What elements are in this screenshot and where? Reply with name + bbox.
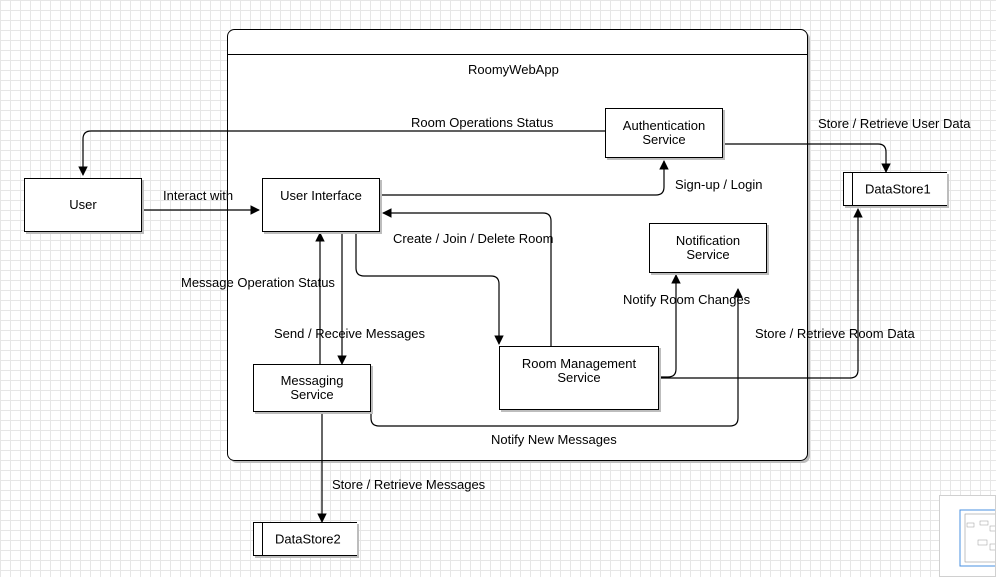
- minimap-preview: [959, 509, 995, 567]
- edge-room-operations-status: [78, 130, 606, 176]
- datastore1[interactable]: DataStore1: [843, 172, 947, 206]
- datastore1-bar: [852, 173, 853, 205]
- label-create-join-delete-room: Create / Join / Delete Room: [393, 231, 554, 246]
- node-user[interactable]: User: [24, 178, 142, 232]
- container-title: RoomyWebApp: [468, 62, 559, 77]
- node-messaging-service[interactable]: Messaging Service: [253, 364, 371, 412]
- label-store-retrieve-messages: Store / Retrieve Messages: [332, 477, 486, 492]
- datastore2-bar: [262, 523, 263, 555]
- datastore2[interactable]: DataStore2: [253, 522, 357, 556]
- edge-notify-room-changes: [659, 274, 681, 378]
- datastore2-label: DataStore2: [275, 531, 341, 547]
- label-interact-with: Interact with: [163, 188, 234, 203]
- label-notify-room-changes: Notify Room Changes: [623, 292, 751, 307]
- edge-room-mgmt-to-ui: [382, 208, 552, 346]
- label-message-operation-status: Message Operation Status: [181, 275, 335, 290]
- label-store-retrieve-room-data: Store / Retrieve Room Data: [755, 326, 915, 341]
- edge-store-retrieve-room-data: [659, 208, 863, 379]
- label-sign-up-login: Sign-up / Login: [675, 177, 763, 192]
- node-authentication-service[interactable]: Authentication Service: [605, 108, 723, 158]
- datastore1-label: DataStore1: [865, 181, 931, 197]
- node-user-interface[interactable]: User Interface: [262, 178, 380, 232]
- label-send-receive-messages: Send / Receive Messages: [274, 326, 426, 341]
- edge-notify-new-messages: [370, 288, 743, 427]
- node-notification-service[interactable]: Notification Service: [649, 223, 767, 273]
- label-room-operations-status: Room Operations Status: [411, 115, 554, 130]
- edge-sign-up-login: [380, 160, 669, 196]
- label-notify-new-messages: Notify New Messages: [491, 432, 617, 447]
- edge-store-retrieve-user-data: [722, 143, 891, 173]
- node-room-management-service[interactable]: Room Management Service: [499, 346, 659, 410]
- label-store-retrieve-user-data: Store / Retrieve User Data: [818, 116, 971, 131]
- outline-minimap[interactable]: [939, 495, 996, 577]
- edge-create-join-delete-room: [355, 233, 504, 345]
